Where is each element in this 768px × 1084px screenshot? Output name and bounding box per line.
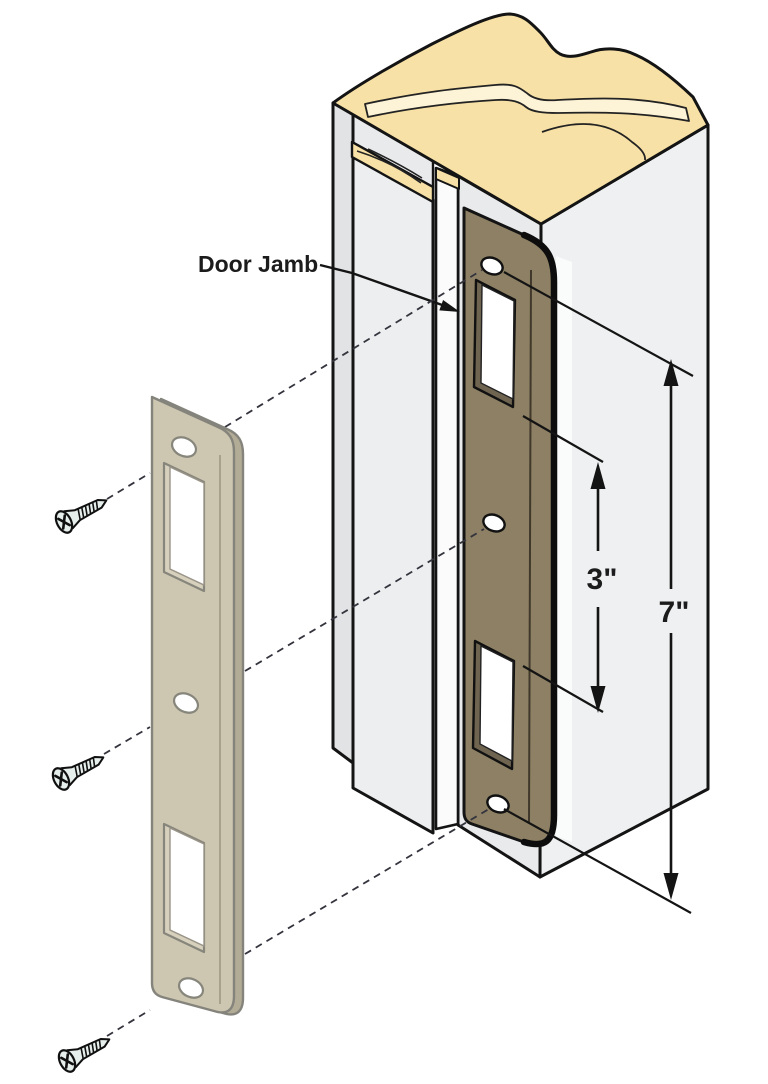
extension-line-bottom: [503, 808, 692, 914]
loose-plate-screw-hole-middle: [172, 692, 200, 714]
installed-plate-top-opening-inner: [480, 283, 515, 401]
dimension-7in-arrowhead-up: [663, 359, 679, 386]
dimension-3in-arrowhead-up: [590, 462, 606, 489]
installed-plate-screw-hole-middle: [482, 513, 506, 533]
door-stop-grain-line: [356, 150, 422, 184]
dimension-3in-label: 3": [587, 563, 618, 596]
door-jamb-post: [331, 12, 710, 879]
jamb-rebate-face: [434, 166, 460, 831]
dimension-7in-label: 7": [659, 596, 690, 629]
alignment-line-bottom-right: [244, 808, 490, 955]
installed-plate-bend-line: [528, 269, 532, 823]
dimension-7in-arrowhead-down: [663, 873, 679, 900]
alignment-line-bottom-left: [106, 1009, 151, 1037]
loose-plate-top-opening-inner: [169, 465, 205, 587]
installed-plate-bottom-opening-inner: [479, 644, 514, 763]
dimension-3in-arrowhead-down: [590, 686, 606, 713]
installed-plate-screw-hole-top: [480, 256, 504, 276]
end-grain-top: [331, 12, 710, 226]
strike-plate-installed: [462, 206, 558, 848]
dimension-3in: 3": [587, 462, 618, 713]
alignment-line-middle-left: [103, 726, 151, 755]
installed-plate-screw-hole-bottom: [486, 794, 510, 814]
alignment-line-middle-right: [244, 528, 485, 672]
jamb-left-face: [331, 101, 355, 765]
rebate-end-grain: [435, 167, 460, 190]
dimension-7in: 7": [659, 359, 690, 900]
screw-icon: [51, 488, 113, 537]
loose-plate-bottom-opening-inner: [169, 826, 205, 948]
door-jamb-callout: Door Jamb: [198, 251, 460, 312]
door-stop-front-face: [351, 155, 435, 835]
screw-icon: [54, 1027, 116, 1076]
end-grain-band: [364, 83, 690, 122]
installed-plate-thick-edge: [520, 231, 558, 848]
alignment-line-top-right: [224, 269, 483, 428]
strike-plate-loose: [150, 395, 245, 1016]
door-jamb-label: Door Jamb: [198, 251, 318, 277]
extension-line-top: [503, 271, 694, 377]
extension-line-3in-top: [522, 415, 604, 463]
door-stop-grain-line: [367, 148, 423, 179]
screw-icon: [48, 745, 110, 794]
door-jamb-leader-line: [319, 263, 446, 308]
door-jamb-leader-arrowhead: [439, 300, 460, 312]
loose-plate-screw-hole-top: [170, 436, 198, 458]
extension-line-3in-bottom: [522, 665, 604, 713]
phillips-screws: [48, 488, 116, 1076]
alignment-dashed-lines: [103, 269, 490, 1037]
end-grain-ring-arc: [541, 123, 646, 161]
extension-lines: [503, 271, 694, 914]
loose-plate-screw-hole-bottom: [177, 977, 205, 999]
alignment-line-top-left: [106, 472, 151, 500]
right-face-highlight: [556, 256, 572, 842]
